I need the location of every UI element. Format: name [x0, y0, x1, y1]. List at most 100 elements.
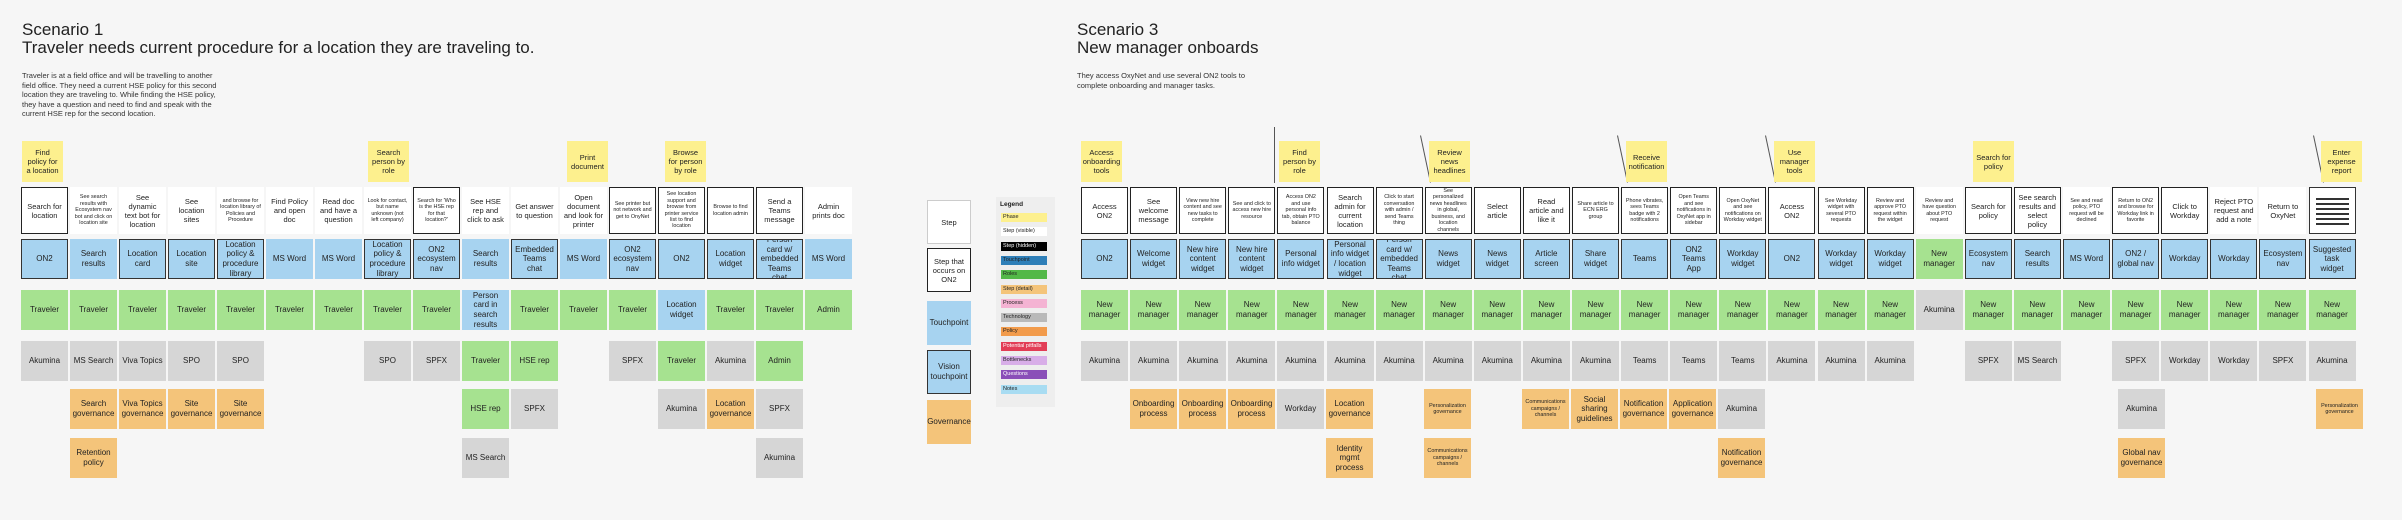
governance-card: Social sharing guidelines	[1571, 389, 1618, 429]
role-card: New manager	[1915, 239, 1963, 279]
tech-card: Akumina	[1572, 341, 1619, 381]
step-card: See Workday widget with several PTO requ…	[1817, 187, 1865, 234]
touchpoint-card: Location site	[168, 239, 215, 279]
step-card: See HSE rep and click to ask	[462, 187, 509, 234]
tech-card: Akumina	[1817, 341, 1865, 381]
touchpoint-card: Workday	[2161, 239, 2209, 279]
step-card: See location support and browse from pri…	[658, 187, 705, 234]
touchpoint-card: MS Word	[560, 239, 607, 279]
role-card: Traveler	[756, 290, 803, 330]
phase-card: Print document	[567, 141, 608, 182]
step-card: View new hire content and see new tasks …	[1179, 187, 1227, 234]
step-card: and browse for location library of Polic…	[217, 187, 264, 234]
phase-card: Receive notification	[1626, 141, 1667, 182]
step-card: Review and have question about PTO reque…	[1915, 187, 1963, 234]
touchpoint-card: Share widget	[1572, 239, 1619, 279]
role-card: Traveler	[609, 290, 656, 330]
role-card: New manager	[1768, 290, 1816, 330]
legend-item: Phase	[1001, 213, 1047, 222]
role-card: New manager	[1621, 290, 1669, 330]
step-card: Return to ON2 and browse for Workday lin…	[2112, 187, 2160, 234]
role-card: Traveler	[217, 290, 264, 330]
step-card: Search admin for current location	[1326, 187, 1374, 234]
role-card: New manager	[1473, 290, 1521, 330]
tech-card: MS Search	[462, 438, 509, 478]
step-card: See and read policy, PTO request will be…	[2063, 187, 2110, 234]
touchpoint-card: Welcome widget	[1130, 239, 1178, 279]
tech-card: Akumina	[1228, 341, 1276, 381]
tech-card: SPFX	[511, 389, 558, 429]
governance-card: Notification governance	[1620, 389, 1667, 429]
tech-card: Akumina	[1081, 341, 1128, 381]
step-card: Open document and look for printer	[560, 187, 607, 234]
role-card: Traveler	[21, 290, 68, 330]
legend-step-swatch: Step	[927, 200, 971, 244]
role-card: New manager	[1866, 290, 1914, 330]
role-card: New manager	[1817, 290, 1865, 330]
step-card: Read doc and have a question	[315, 187, 362, 234]
tech-card: Teams	[1670, 341, 1718, 381]
legend-item: Process	[1001, 298, 1047, 308]
phase-card: Review news headlines	[1429, 141, 1470, 182]
step-card: See search results with Ecosystem nav bo…	[70, 187, 117, 234]
role-card: Traveler	[70, 290, 117, 330]
touchpoint-card: ON2	[21, 239, 68, 279]
document-icon	[2308, 187, 2356, 234]
role-card: New manager	[1277, 290, 1325, 330]
role-card: New manager	[1670, 290, 1718, 330]
touchpoint-card: ON2 ecosystem nav	[413, 239, 460, 279]
governance-card: Retention policy	[70, 438, 117, 478]
touchpoint-card: Workday widget	[1866, 239, 1914, 279]
tech-card: Teams	[1719, 341, 1767, 381]
step-card: Read article and like it	[1522, 187, 1570, 234]
role-card: New manager	[1572, 290, 1619, 330]
role-card: Traveler	[266, 290, 313, 330]
touchpoint-card: News widget	[1424, 239, 1472, 279]
step-card: Click to start conversation with admin /…	[1375, 187, 1423, 234]
step-card: Return to OxyNet	[2259, 187, 2307, 234]
governance-card: Communications campaigns / channels	[1424, 438, 1471, 478]
divider	[1274, 127, 1275, 183]
tech-card: Akumina	[1424, 341, 1472, 381]
legend-touchpoint-swatch: Touchpoint	[927, 301, 971, 345]
touchpoint-card: Location widget	[658, 290, 705, 330]
legend-item: Potential pitfalls	[1001, 341, 1047, 351]
role-card: New manager	[1719, 290, 1767, 330]
tech-card: Akumina	[1375, 341, 1423, 381]
role-card: Traveler	[364, 290, 411, 330]
role-card: New manager	[1326, 290, 1374, 330]
role-card: New manager	[2259, 290, 2307, 330]
tech-card: SPO	[364, 341, 411, 381]
step-card: Search for 'Who is the HSE rep for that …	[413, 187, 460, 234]
touchpoint-card: Search results	[462, 239, 509, 279]
tech-card: Akumina	[707, 341, 754, 381]
tech-card: SPFX	[2259, 341, 2307, 381]
step-card: See and click to access new hire resourc…	[1228, 187, 1276, 234]
step-card: Admin prints doc	[805, 187, 852, 234]
governance-card: Onboarding process	[1228, 389, 1275, 429]
touchpoint-card: MS Word	[2063, 239, 2110, 279]
step-card: Send a Teams message	[756, 187, 803, 234]
touchpoint-card: Embedded Teams chat	[511, 239, 558, 279]
governance-card: Personalization governance	[1424, 389, 1471, 429]
role-card: New manager	[2063, 290, 2110, 330]
scenario-1-description: Traveler is at a field office and will b…	[22, 71, 217, 118]
touchpoint-card: Person card in search results	[462, 290, 509, 330]
role-card: New manager	[1375, 290, 1423, 330]
tech-card: Akumina	[1768, 341, 1816, 381]
role-card: New manager	[2112, 290, 2160, 330]
step-card: Look for contact, but name unknown (not …	[364, 187, 411, 234]
tech-card: Workday	[2210, 341, 2258, 381]
touchpoint-card: MS Word	[266, 239, 313, 279]
governance-card: Site governance	[168, 389, 215, 429]
role-card: New manager	[1130, 290, 1178, 330]
touchpoint-card: News widget	[1473, 239, 1521, 279]
step-card: Search for location	[21, 187, 68, 234]
role-card: New manager	[2161, 290, 2209, 330]
touchpoint-card: Workday	[2210, 239, 2258, 279]
touchpoint-card: ON2 ecosystem nav	[609, 239, 656, 279]
tech-card: Akumina	[1473, 341, 1521, 381]
step-card: Access ON2	[1768, 187, 1816, 234]
touchpoint-card: Workday widget	[1817, 239, 1865, 279]
governance-card: Identity mgmt process	[1326, 438, 1373, 478]
